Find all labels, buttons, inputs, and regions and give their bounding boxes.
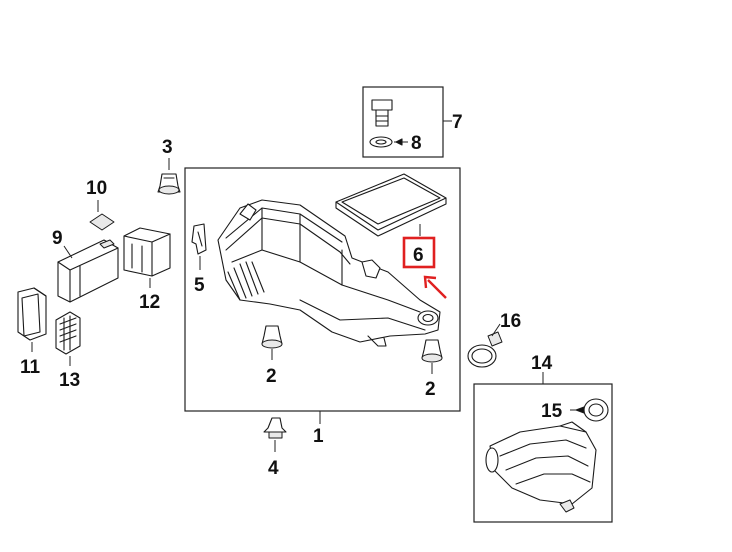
part-9-duct xyxy=(57,239,119,303)
callout-6[interactable]: 6 xyxy=(413,245,424,266)
callout-1[interactable]: 1 xyxy=(313,426,324,447)
part-10-pad xyxy=(89,213,115,231)
callout-7[interactable]: 7 xyxy=(452,112,463,133)
callout-15[interactable]: 15 xyxy=(541,401,563,422)
callout-14[interactable]: 14 xyxy=(531,353,553,374)
part-2-grommet-right xyxy=(421,339,443,363)
part-12-duct xyxy=(123,227,171,277)
callout-2-right[interactable]: 2 xyxy=(425,379,436,400)
callout-12[interactable]: 12 xyxy=(139,292,160,313)
callout-5[interactable]: 5 xyxy=(194,275,205,296)
part-16-clamp xyxy=(467,331,503,368)
callout-4[interactable]: 4 xyxy=(268,458,279,479)
callout-8[interactable]: 8 xyxy=(411,133,422,154)
part-8-washer xyxy=(369,136,393,148)
callout-16[interactable]: 16 xyxy=(500,311,521,332)
part-14-intake-hose xyxy=(485,421,597,513)
assembly-frame-7 xyxy=(362,86,444,158)
callout-11[interactable]: 11 xyxy=(20,357,41,378)
part-6-air-filter xyxy=(335,173,447,237)
callout-13[interactable]: 13 xyxy=(59,370,80,391)
highlight-arrow-icon xyxy=(423,275,447,299)
part-11-seal xyxy=(17,287,47,341)
callout-2-left[interactable]: 2 xyxy=(266,366,277,387)
air-cleaner-housing xyxy=(217,199,441,347)
part-5-clip xyxy=(191,223,207,255)
callout-9[interactable]: 9 xyxy=(52,228,63,249)
part-4-bolt xyxy=(263,417,287,439)
part-3-grommet xyxy=(157,173,181,195)
callout-3[interactable]: 3 xyxy=(162,137,173,158)
part-15-ring xyxy=(583,398,609,422)
highlight-box-6 xyxy=(402,236,436,269)
assembly-frame-main xyxy=(184,167,461,412)
part-13-mesh xyxy=(55,311,81,355)
callout-10[interactable]: 10 xyxy=(86,178,107,199)
part-2-grommet-left xyxy=(261,325,283,349)
part-7-bolt xyxy=(371,99,393,127)
